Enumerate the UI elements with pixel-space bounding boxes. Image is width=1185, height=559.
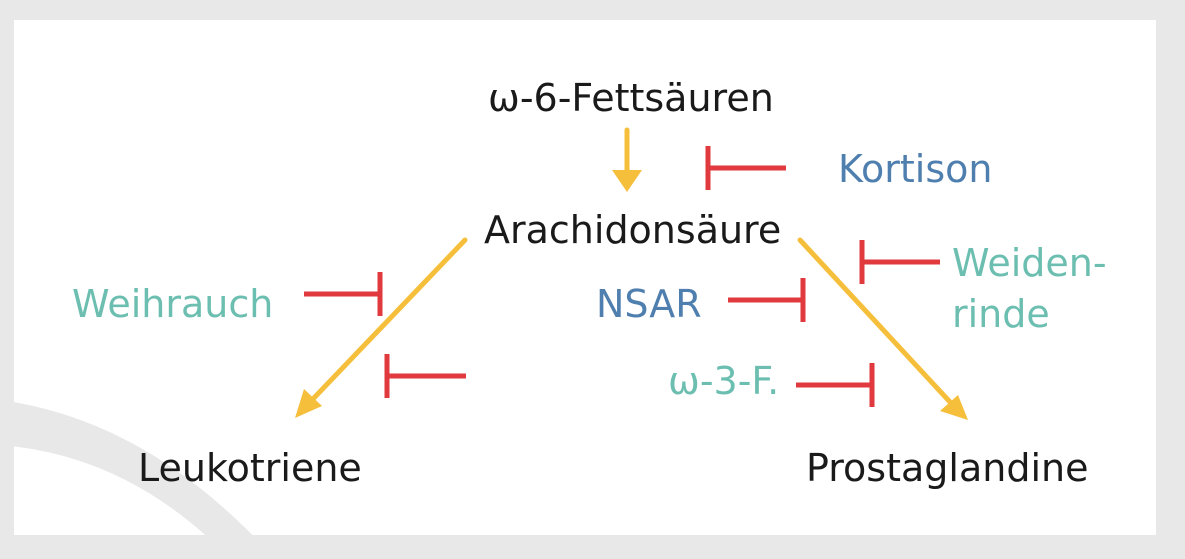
arrow-arachidonic-to-prostaglandins (797, 237, 968, 420)
inhibition-nsaid (728, 278, 806, 322)
node-omega6-fatty-acids: ω-6-Fettsäuren (488, 76, 774, 120)
inhibition-frankincense-lower (384, 354, 466, 398)
inhibitor-willow-bark-line1: Weiden- (952, 241, 1107, 285)
inhibitor-nsaid: NSAR (596, 282, 702, 326)
node-prostaglandins: Prostaglandine (806, 446, 1089, 490)
inhibition-cortisone (705, 146, 786, 190)
inhibitor-frankincense: Weihrauch (72, 282, 274, 326)
node-arachidonic-acid: Arachidonsäure (484, 208, 782, 252)
arrow-arachidonic-to-leukotrienes (295, 237, 468, 418)
panel-background (14, 20, 1156, 535)
node-leukotrienes: Leukotriene (138, 446, 362, 490)
decorative-swoosh (0, 400, 275, 559)
inhibition-omega3 (796, 363, 875, 407)
inhibitor-cortisone: Kortison (838, 147, 993, 191)
inhibition-willow-bark (859, 240, 940, 284)
inhibitor-willow-bark-line2: rinde (952, 292, 1050, 336)
inhibitor-omega3: ω-3-F. (668, 359, 780, 403)
arrow-omega6-to-arachidonic (612, 127, 642, 192)
inhibition-frankincense-upper (304, 272, 383, 316)
